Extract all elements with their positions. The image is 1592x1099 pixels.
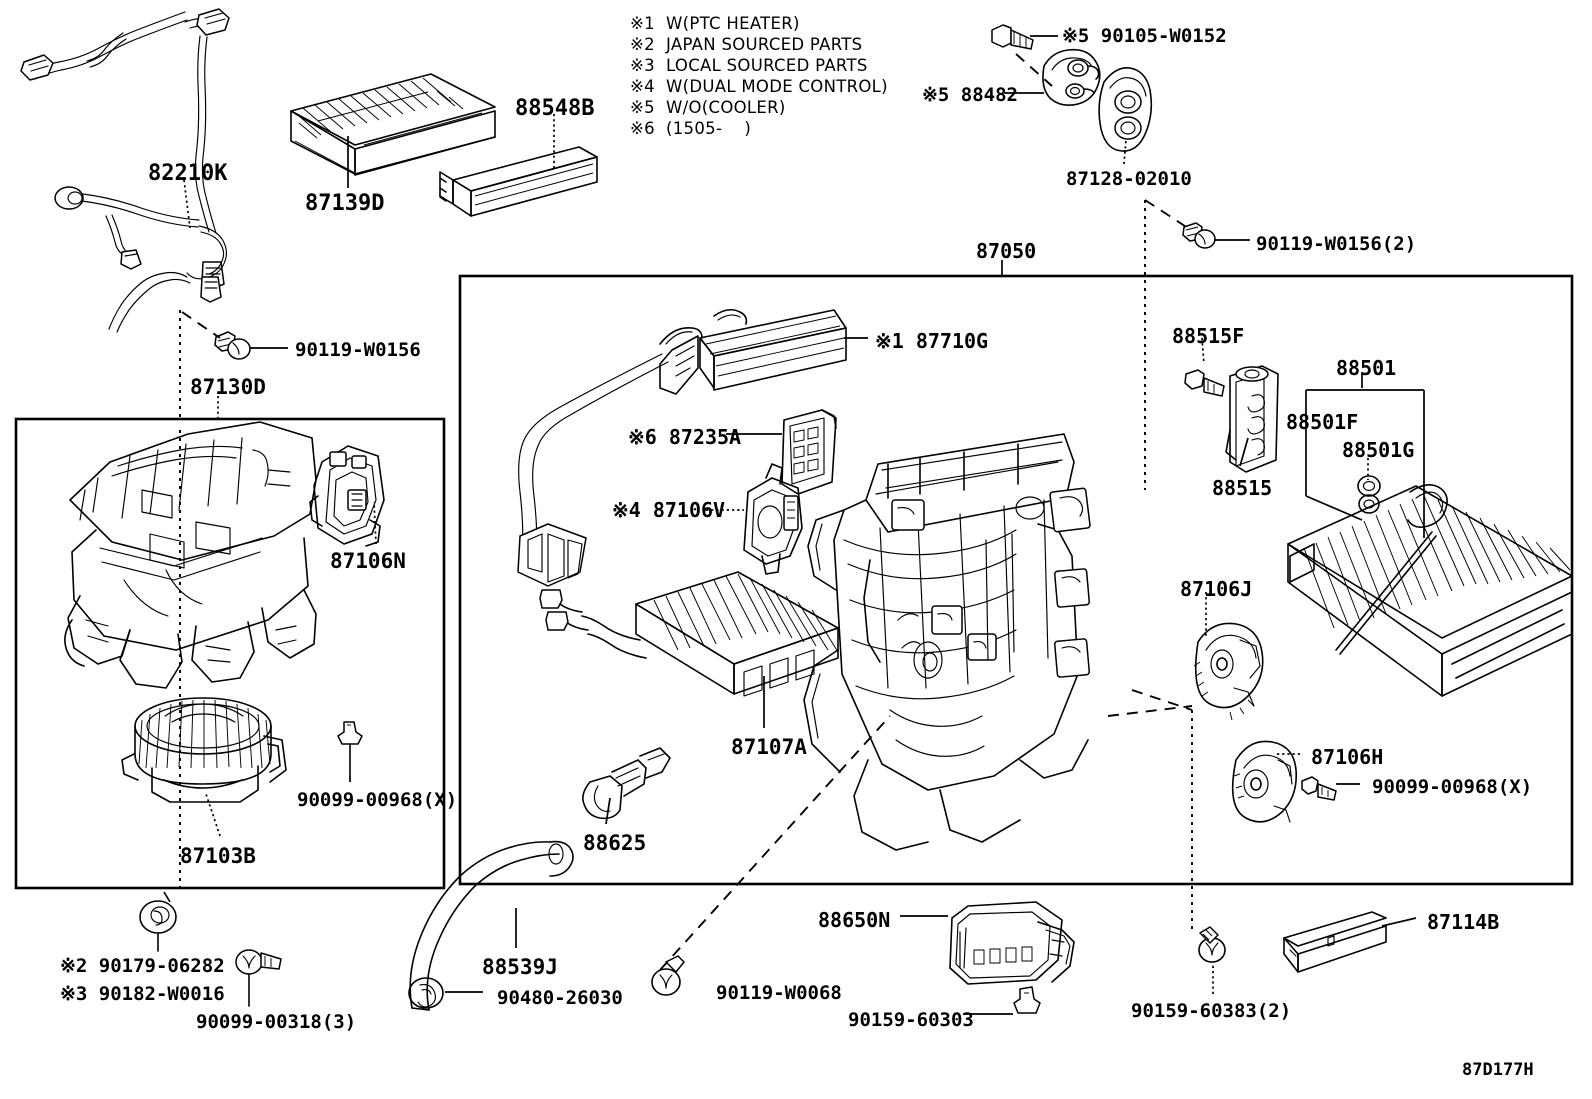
part-87130D-blower-case — [64, 421, 317, 689]
part-90099-00318-3-screw — [235, 949, 282, 1007]
part-87050-hvac-case — [803, 433, 1091, 851]
part-label-87D177H[interactable]: 87D177H — [1462, 1060, 1534, 1080]
part-87106V-servo-motor — [743, 463, 803, 575]
part-87106J-servo-motor — [1193, 622, 1264, 721]
part-90159-60383-2-screw — [1198, 926, 1226, 963]
part-90159-60303-screw — [1013, 986, 1041, 1014]
part-label-88501F[interactable]: 88501F — [1286, 410, 1359, 434]
part-label-87103B[interactable]: 87103B — [180, 844, 256, 868]
part-label-88625[interactable]: 88625 — [583, 831, 647, 855]
part-label-390182-W0016[interactable]: ※3 90182-W0016 — [60, 983, 225, 1005]
part-label-90099-003183[interactable]: 90099-00318(3) — [196, 1011, 357, 1033]
legend-line-6-wrap: ※6 (1505- ) — [630, 119, 751, 140]
legend-line-3-wrap: ※3 LOCAL SOURCED PARTS — [630, 56, 868, 77]
part-90119-W0156-2-screw — [1182, 222, 1216, 249]
legend-line-5: ※5 W/O(COOLER) — [630, 98, 786, 117]
part-label-87106J[interactable]: 87106J — [1180, 577, 1253, 601]
legend-block: ※1 W(PTC HEATER) — [630, 14, 800, 35]
part-label-187710G[interactable]: ※1 87710G — [875, 329, 989, 353]
part-label-90159-60303[interactable]: 90159-60303 — [848, 1009, 974, 1031]
part-label-88515F[interactable]: 88515F — [1172, 324, 1245, 348]
part-87114B-air-duct — [1283, 911, 1387, 973]
part-label-87114B[interactable]: 87114B — [1427, 910, 1500, 934]
part-88501-evaporator — [1287, 484, 1573, 697]
part-label-88501[interactable]: 88501 — [1336, 356, 1397, 380]
group-box-87050 — [458, 274, 1574, 886]
legend-line-4-wrap: ※4 W(DUAL MODE CONTROL) — [630, 77, 888, 98]
part-87710G-ptc-heater — [659, 308, 847, 395]
part-88539J-drain-hose — [409, 840, 574, 1011]
part-label-90480-26030[interactable]: 90480-26030 — [497, 987, 623, 1009]
legend-line-6: ※6 (1505- ) — [630, 119, 752, 138]
legend-line-1: ※1 W(PTC HEATER) — [630, 14, 800, 33]
part-87139D-air-filter — [290, 73, 496, 176]
part-label-487106V[interactable]: ※4 87106V — [612, 498, 726, 522]
legend-line-5-wrap: ※5 W/O(COOLER) — [630, 98, 786, 119]
part-label-87050[interactable]: 87050 — [976, 239, 1037, 263]
part-label-90119-W0068[interactable]: 90119-W0068 — [716, 982, 842, 1004]
part-88482-bracket — [1042, 48, 1101, 106]
part-label-90119-W01562[interactable]: 90119-W0156(2) — [1256, 233, 1417, 255]
part-label-88539J[interactable]: 88539J — [482, 955, 558, 979]
part-88625-thermistor — [582, 747, 671, 820]
part-87107A-heater-core — [539, 571, 839, 697]
part-label-87130D[interactable]: 87130D — [190, 375, 266, 399]
part-label-87139D[interactable]: 87139D — [305, 191, 385, 216]
legend-line-4: ※4 W(DUAL MODE CONTROL) — [630, 77, 888, 96]
part-87710G-harness — [517, 353, 669, 587]
part-label-82210K[interactable]: 82210K — [148, 161, 228, 186]
part-label-90099-00968X[interactable]: 90099-00968(X) — [297, 789, 458, 811]
part-82210K-wire-harness — [20, 8, 230, 333]
part-label-590105-W0152[interactable]: ※5 90105-W0152 — [1062, 25, 1227, 47]
part-label-290179-06282[interactable]: ※2 90179-06282 — [60, 955, 225, 977]
part-label-588482[interactable]: ※5 88482 — [922, 84, 1018, 106]
part-87106N-servo-motor — [309, 445, 385, 547]
part-90105-W0152-screw — [991, 24, 1034, 50]
part-90119-W0156-screw — [214, 331, 251, 360]
part-label-87128-02010[interactable]: 87128-02010 — [1066, 168, 1192, 190]
part-87235A-amplifier — [781, 409, 837, 495]
legend-line-2-wrap: ※2 JAPAN SOURCED PARTS — [630, 35, 862, 56]
part-87106H-servo-motor — [1231, 740, 1298, 823]
part-label-87106H[interactable]: 87106H — [1311, 745, 1384, 769]
part-label-90099-00968X[interactable]: 90099-00968(X) — [1372, 776, 1533, 798]
part-90119-W0068-screw — [651, 955, 685, 996]
part-87128-02010-grommet — [1098, 66, 1153, 152]
part-label-88548B[interactable]: 88548B — [515, 96, 595, 121]
leader-lines — [163, 35, 1425, 1015]
part-90099-00968-X-screw-left — [337, 721, 363, 777]
part-label-88515[interactable]: 88515 — [1212, 476, 1273, 500]
part-88501G-oring — [1357, 475, 1381, 497]
group-box-87130D — [14, 417, 446, 890]
part-88548B-cooler-element — [439, 146, 598, 217]
part-90179-06282-grommet — [139, 900, 177, 952]
part-87103B-blower-motor — [121, 697, 287, 803]
part-label-87107A[interactable]: 87107A — [731, 735, 807, 759]
legend-line-2: ※2 JAPAN SOURCED PARTS — [630, 35, 863, 54]
part-label-90119-W0156[interactable]: 90119-W0156 — [295, 339, 421, 361]
part-88515-expansion-valve — [1225, 365, 1279, 473]
part-label-687235A[interactable]: ※6 87235A — [628, 425, 742, 449]
part-90099-00968-X-screw-right — [1301, 776, 1337, 801]
part-90480-26030-clamp — [408, 977, 444, 1009]
part-label-88650N[interactable]: 88650N — [818, 908, 891, 932]
part-label-88501G[interactable]: 88501G — [1342, 438, 1415, 462]
legend-line-3: ※3 LOCAL SOURCED PARTS — [630, 56, 868, 75]
part-88650N-amplifier — [949, 901, 1075, 985]
part-label-90159-603832[interactable]: 90159-60383(2) — [1131, 1000, 1292, 1022]
part-88515F-bolt — [1184, 369, 1225, 397]
part-label-87106N[interactable]: 87106N — [330, 549, 406, 573]
